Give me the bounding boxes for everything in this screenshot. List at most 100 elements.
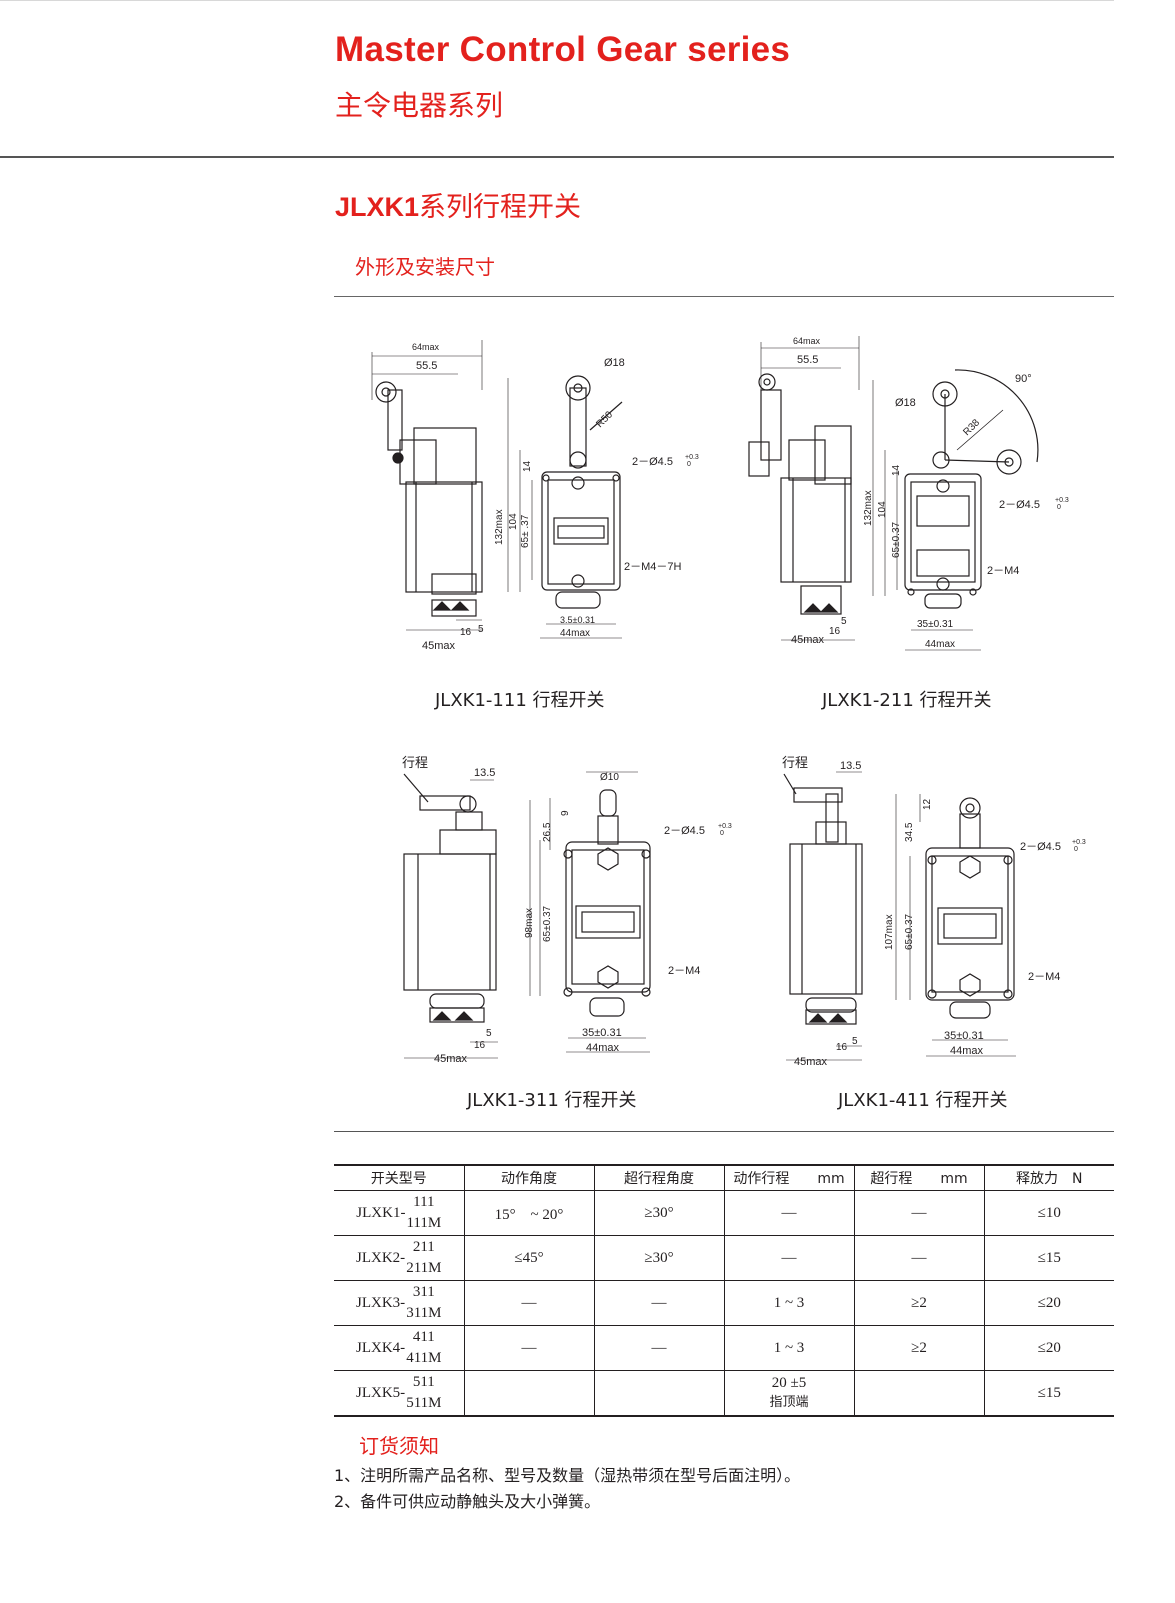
series-code: JLXK1 <box>335 192 420 222</box>
dim-r38: R38 <box>961 417 982 438</box>
dim-65: 65± .37 <box>520 514 531 548</box>
cell-model: JLXK2- 211 211M <box>334 1235 464 1281</box>
dim-m4: 2－M4－7H <box>624 561 682 573</box>
drawing-jlxk1-111: 64max 55.5 45max 16 5 132max 104 65± .37… <box>371 340 699 652</box>
cell-release: ≤20 <box>983 1325 1114 1371</box>
cell-over-angle: ≥30° <box>593 1190 724 1236</box>
cell-release: ≤15 <box>983 1235 1114 1281</box>
cell-over-stroke <box>853 1370 984 1417</box>
dim-45max: 45max <box>434 1053 468 1065</box>
cell-stroke: 1 ~ 3 <box>723 1280 854 1326</box>
header-angle: 动作角度 <box>463 1164 594 1191</box>
model-prefix: JLXK5- <box>356 1384 406 1401</box>
dim-tol: +0.3 <box>685 454 699 461</box>
cell-over-stroke: — <box>853 1190 984 1236</box>
caption-jlxk1-311: JLXK1-311 行程开关 <box>467 1090 637 1111</box>
section-title: 外形及安装尺寸 <box>355 255 495 279</box>
model-bottom: 511M <box>406 1395 442 1411</box>
dim-26-5: 26.5 <box>542 822 553 842</box>
cell-over-angle: — <box>593 1325 724 1371</box>
drawing-jlxk1-211: 64max 55.5 45max 16 5 132max 104 65±0.37… <box>748 336 1069 651</box>
stroke-note: 指顶端 <box>769 1395 809 1410</box>
dim-14: 14 <box>522 460 533 472</box>
dim-16: 16 <box>836 1042 848 1053</box>
dim-tol0: 0 <box>687 461 691 468</box>
dim-3-5: 3.5±0.31 <box>560 615 595 625</box>
dim-64max: 64max <box>412 342 440 352</box>
caption-jlxk1-111: JLXK1-111 行程开关 <box>435 690 605 711</box>
caption-jlxk1-211: JLXK1-211 行程开关 <box>822 690 992 711</box>
cell-stroke: — <box>723 1190 854 1236</box>
dim-14: 14 <box>891 464 902 476</box>
dim-tol0: 0 <box>1074 846 1078 853</box>
model-prefix: JLXK2- <box>356 1249 406 1266</box>
cell-release: ≤10 <box>983 1190 1114 1236</box>
dim-104: 104 <box>877 501 888 518</box>
page-title-cn: 主令电器系列 <box>335 89 504 122</box>
caption-jlxk1-411: JLXK1-411 行程开关 <box>838 1090 1008 1111</box>
drawings-divider <box>334 1131 1114 1132</box>
model-top: 411 <box>412 1329 435 1345</box>
label-stroke: 行程 <box>782 755 808 770</box>
label-stroke: 行程 <box>402 755 428 770</box>
cell-angle: — <box>463 1325 594 1371</box>
dim-hole: 2－Ø4.5 <box>632 456 673 468</box>
cell-stroke: — <box>723 1235 854 1281</box>
model-bottom: 111M <box>406 1215 442 1231</box>
section-divider <box>334 296 1114 297</box>
dim-65: 65±0.37 <box>542 905 553 942</box>
dim-5: 5 <box>478 624 484 635</box>
dim-44max: 44max <box>586 1042 620 1054</box>
cell-over-angle: ≥30° <box>593 1235 724 1281</box>
dim-90deg: 90° <box>1015 373 1032 385</box>
cell-over-angle <box>593 1370 724 1417</box>
dim-45max: 45max <box>791 634 825 646</box>
dim-64max: 64max <box>793 336 821 346</box>
dim-dia18: Ø18 <box>604 357 625 369</box>
cell-over-stroke: ≥2 <box>853 1280 984 1326</box>
model-bottom: 211M <box>406 1260 442 1276</box>
cell-angle: — <box>463 1280 594 1326</box>
cell-angle <box>463 1370 594 1417</box>
cell-release: ≤20 <box>983 1280 1114 1326</box>
dim-9: 9 <box>560 810 571 816</box>
dim-44max: 44max <box>925 639 955 650</box>
header-model: 开关型号 <box>334 1164 464 1191</box>
dim-m4: 2－M4 <box>987 565 1019 577</box>
dim-132max: 132max <box>863 490 874 526</box>
dim-12: 12 <box>922 798 933 810</box>
cell-stroke: 20 ±5 指顶端 <box>723 1370 854 1417</box>
dim-65: 65±0.37 <box>904 913 915 950</box>
dim-44max: 44max <box>560 628 590 639</box>
dim-5: 5 <box>486 1028 492 1039</box>
drawing-jlxk1-411: 行程 13.5 45max 16 5 107max 65±0.37 34.5 1… <box>782 755 1086 1068</box>
model-bottom: 311M <box>406 1305 442 1321</box>
dim-dia18: Ø18 <box>895 397 916 409</box>
series-title: JLXK1系列行程开关 <box>335 185 581 224</box>
dim-tol: +0.3 <box>718 823 732 830</box>
stroke-value: 20 ±5 <box>771 1375 807 1391</box>
dim-104: 104 <box>508 513 519 530</box>
dim-55-5: 55.5 <box>416 360 437 372</box>
dim-5: 5 <box>841 616 847 627</box>
order-note-2: 2、备件可供应动静触头及大小弹簧。 <box>334 1492 601 1511</box>
top-border <box>0 0 1114 1</box>
dim-13-5: 13.5 <box>840 760 861 772</box>
page-title-en: Master Control Gear series <box>335 30 791 69</box>
dim-hole: 2－Ø4.5 <box>999 499 1040 511</box>
dim-hole: 2－Ø4.5 <box>664 825 705 837</box>
dim-tol: +0.3 <box>1072 839 1086 846</box>
model-prefix: JLXK4- <box>356 1339 406 1356</box>
header-release-force: 释放力 N <box>983 1164 1114 1191</box>
spec-table: 开关型号 动作角度 超行程角度 动作行程 mm 超行程 mm 释放力 N JLX… <box>334 1164 1114 1417</box>
dim-16: 16 <box>829 626 841 637</box>
dim-r50: R50 <box>594 409 615 430</box>
model-top: 211 <box>412 1239 435 1255</box>
cell-over-stroke: ≥2 <box>853 1325 984 1371</box>
